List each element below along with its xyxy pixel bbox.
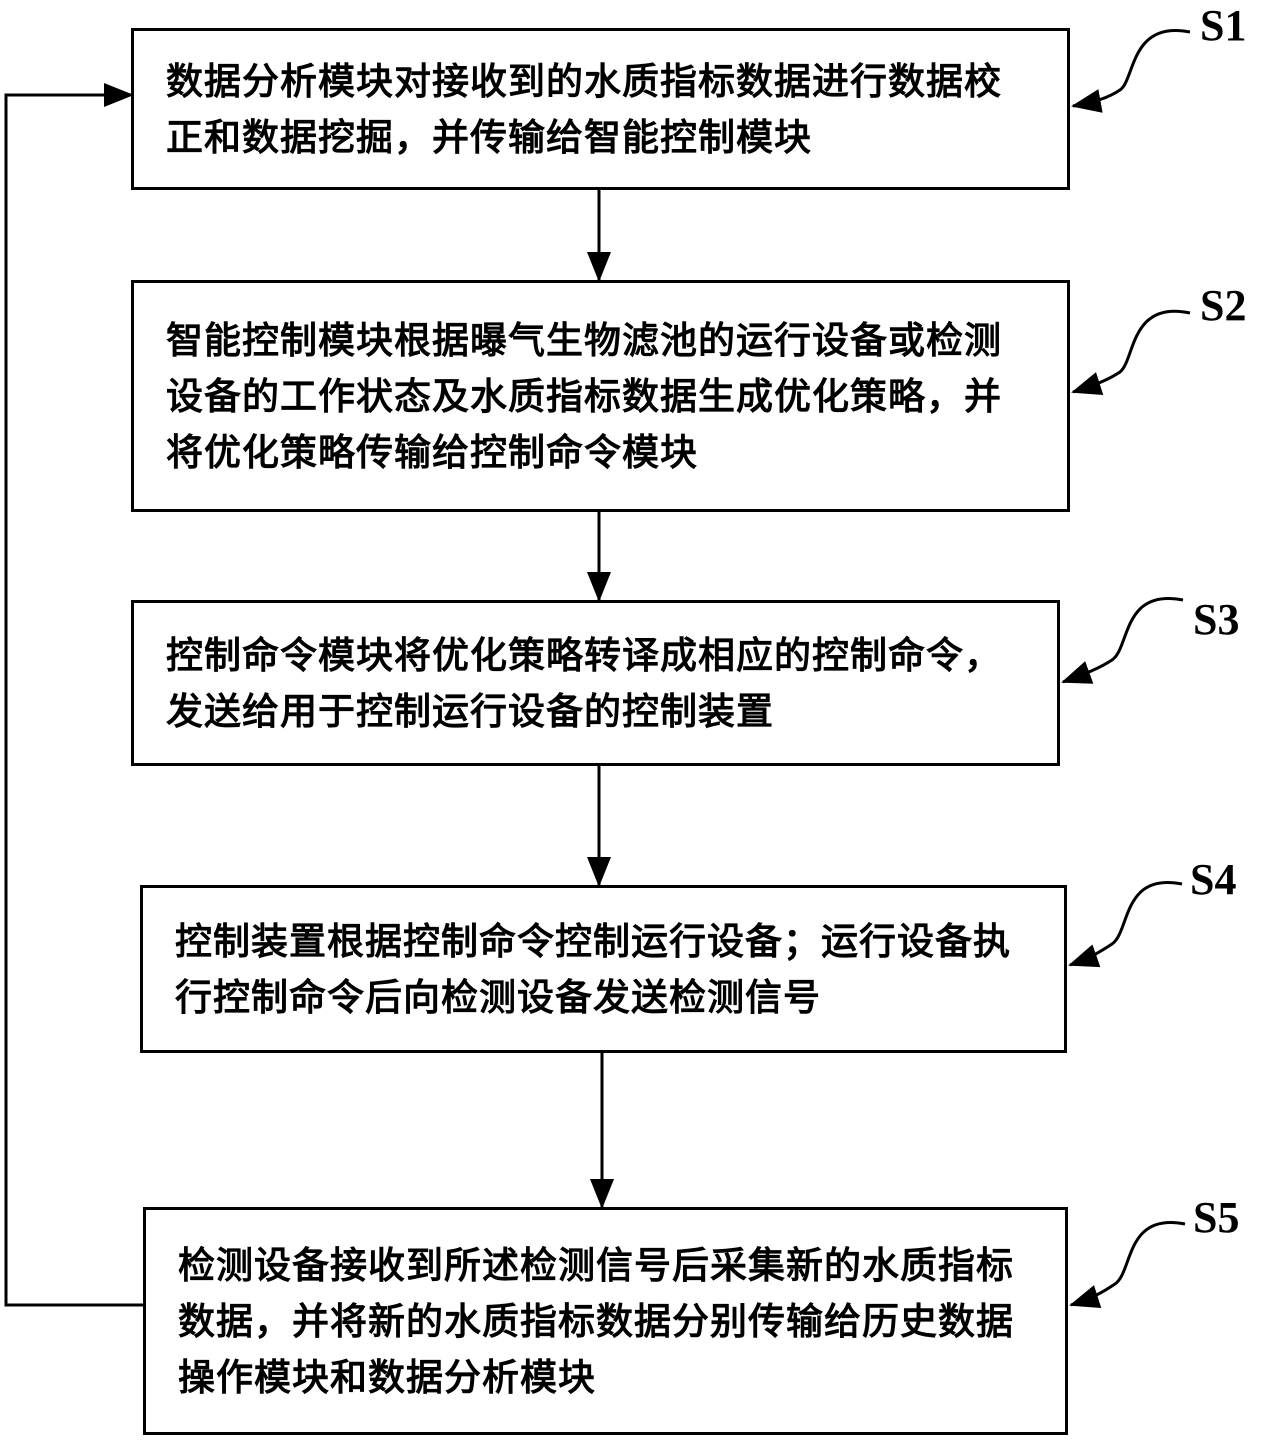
step-label-s5: S5 xyxy=(1193,1193,1240,1242)
step-text-s4: 控制装置根据控制命令控制运行设备；运行设备执行控制命令后向检测设备发送检测信号 xyxy=(175,919,1011,1019)
step-box-s4: 控制装置根据控制命令控制运行设备；运行设备执行控制命令后向检测设备发送检测信号 xyxy=(140,885,1067,1053)
step-box-s3: 控制命令模块将优化策略转译成相应的控制命令，发送给用于控制运行设备的控制装置 xyxy=(131,600,1060,766)
step-box-s1: 数据分析模块对接收到的水质指标数据进行数据校正和数据挖掘，并传输给智能控制模块 xyxy=(131,28,1070,190)
label-pointer-s3 xyxy=(1061,596,1184,684)
label-pointer-s4 xyxy=(1068,880,1183,968)
step-text-s1: 数据分析模块对接收到的水质指标数据进行数据校正和数据挖掘，并传输给智能控制模块 xyxy=(166,59,1002,159)
step-box-s2: 智能控制模块根据曝气生物滤池的运行设备或检测设备的工作状态及水质指标数据生成优化… xyxy=(131,280,1070,512)
step-text-s2: 智能控制模块根据曝气生物滤池的运行设备或检测设备的工作状态及水质指标数据生成优化… xyxy=(166,318,1002,474)
step-label-s2: S2 xyxy=(1200,281,1247,330)
label-pointer-s2 xyxy=(1071,309,1191,395)
step-box-s5: 检测设备接收到所述检测信号后采集新的水质指标数据，并将新的水质指标数据分别传输给… xyxy=(143,1207,1068,1435)
step-label-s4: S4 xyxy=(1190,855,1237,904)
feedback-loop-arrow xyxy=(4,83,143,1307)
step-text-s5: 检测设备接收到所述检测信号后采集新的水质指标数据，并将新的水质指标数据分别传输给… xyxy=(178,1243,1014,1399)
label-pointer-s1 xyxy=(1071,28,1191,113)
step-label-s3: S3 xyxy=(1193,595,1240,644)
step-text-s3: 控制命令模块将优化策略转译成相应的控制命令，发送给用于控制运行设备的控制装置 xyxy=(166,633,1002,733)
label-pointer-s5 xyxy=(1069,1220,1186,1308)
step-label-s1: S1 xyxy=(1200,1,1247,50)
